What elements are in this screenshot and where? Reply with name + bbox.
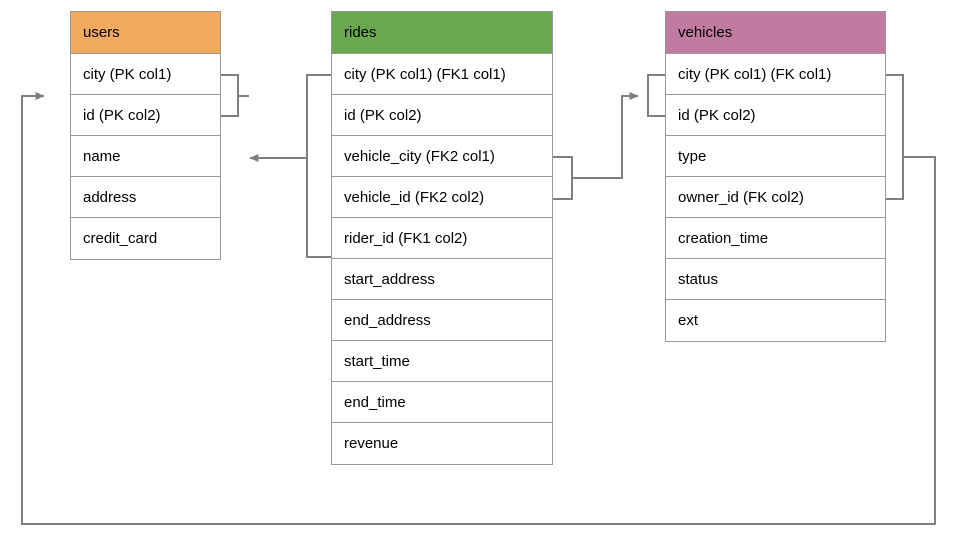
field-row[interactable]: end_time [332, 382, 552, 423]
connector-rides-to-vehicles [553, 74, 665, 200]
field-row[interactable]: vehicle_id (FK2 col2) [332, 177, 552, 218]
field-row[interactable]: end_address [332, 300, 552, 341]
entity-rides[interactable]: rides city (PK col1) (FK1 col1) id (PK c… [331, 11, 553, 465]
connector-rides-to-users [221, 74, 331, 258]
field-row[interactable]: revenue [332, 423, 552, 464]
field-row[interactable]: name [71, 136, 220, 177]
entity-title-users: users [71, 12, 220, 54]
field-row[interactable]: owner_id (FK col2) [666, 177, 885, 218]
field-row[interactable]: ext [666, 300, 885, 341]
field-row[interactable]: city (PK col1) (FK1 col1) [332, 54, 552, 95]
field-row[interactable]: start_time [332, 341, 552, 382]
field-row[interactable]: status [666, 259, 885, 300]
field-row[interactable]: type [666, 136, 885, 177]
field-row[interactable]: start_address [332, 259, 552, 300]
field-row[interactable]: city (PK col1) (FK col1) [666, 54, 885, 95]
entity-title-vehicles: vehicles [666, 12, 885, 54]
field-row[interactable]: address [71, 177, 220, 218]
field-row[interactable]: credit_card [71, 218, 220, 259]
entity-title-rides: rides [332, 12, 552, 54]
field-row[interactable]: id (PK col2) [332, 95, 552, 136]
field-row[interactable]: id (PK col2) [666, 95, 885, 136]
field-row[interactable]: id (PK col2) [71, 95, 220, 136]
entity-users[interactable]: users city (PK col1) id (PK col2) name a… [70, 11, 221, 260]
field-row[interactable]: vehicle_city (FK2 col1) [332, 136, 552, 177]
field-row[interactable]: city (PK col1) [71, 54, 220, 95]
field-row[interactable]: creation_time [666, 218, 885, 259]
entity-vehicles[interactable]: vehicles city (PK col1) (FK col1) id (PK… [665, 11, 886, 342]
field-row[interactable]: rider_id (FK1 col2) [332, 218, 552, 259]
